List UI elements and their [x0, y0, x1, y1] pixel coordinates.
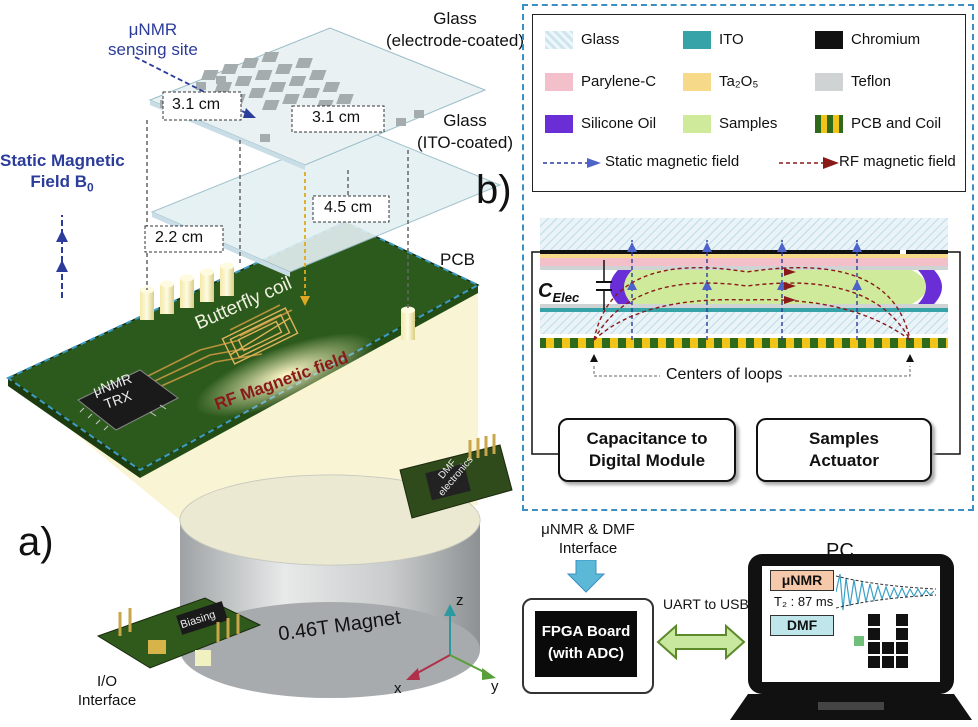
c-elec-main: C [538, 280, 553, 302]
legend-swatch-ta2o5 [683, 73, 711, 91]
panel-b-frame [522, 4, 974, 511]
static-field-label: Static Magnetic Field B0 [0, 150, 125, 198]
fpga-line1: FPGA Board [541, 623, 631, 640]
legend-swatch-teflon [815, 73, 843, 91]
module-cap-line2: Digital Module [588, 451, 706, 470]
interface-line2: Interface [558, 540, 618, 557]
electrode-array [160, 52, 424, 142]
legend-swatch-silicone [545, 115, 573, 133]
legend-label-ta2o5: Ta₂O₅ [719, 73, 759, 90]
legend-label-ito: ITO [719, 31, 744, 48]
unmr-site-line1: μNMR [128, 20, 178, 39]
pc-t2-decay-plot [836, 573, 937, 611]
main-pcb [5, 220, 481, 478]
io-line2: Interface [77, 692, 137, 709]
butterfly-coil [221, 307, 299, 365]
axis-x-label: x [394, 680, 402, 697]
module-cap-line1: Capacitance to [586, 429, 708, 448]
legend-swatch-ito [683, 31, 711, 49]
legend-swatch-parylene [545, 73, 573, 91]
axis-triad [406, 604, 496, 680]
panel-a-label: a) [18, 520, 54, 564]
interface-label: μNMR & DMF Interface [533, 520, 643, 558]
io-line1: I/O [96, 673, 117, 690]
dmf-electronics-board [399, 434, 513, 519]
module-act-line1: Samples [809, 429, 879, 448]
legend-label-samples: Samples [719, 115, 778, 132]
legend-label-silicone: Silicone Oil [581, 115, 657, 132]
legend-label-glass: Glass [581, 31, 620, 48]
dim-31-left: 3.1 cm [172, 96, 221, 113]
centers-of-loops-label: Centers of loops [660, 366, 789, 384]
legend-rf-label: RF magnetic field [839, 153, 956, 170]
static-field-arrow [56, 215, 68, 298]
legend-rf-arrow [779, 157, 839, 169]
legend-swatch-chromium [815, 31, 843, 49]
glass-electrode-label: Glass (electrode-coated) [380, 8, 530, 52]
fpga-board: FPGA Board (with ADC) [535, 611, 637, 677]
static-field-line1: Static Magnetic [0, 151, 125, 170]
legend: Glass ITO Chromium Parylene-C Ta₂O₅ Tefl… [532, 14, 966, 192]
glass-top-line1: Glass [433, 9, 477, 28]
trx-chip [77, 369, 179, 431]
pc-unmr-tag: μNMR [770, 570, 834, 591]
glass-ito-line2: (ITO-coated) [416, 133, 514, 152]
legend-label-chromium: Chromium [851, 31, 921, 48]
unmr-sensing-site-label: μNMR sensing site [108, 20, 198, 60]
io-interface-label: I/O Interface [72, 672, 142, 710]
electrode-glass-plate [148, 27, 487, 170]
cross-section-diagram [531, 218, 961, 459]
capacitance-digital-module: Capacitance to Digital Module [558, 418, 736, 482]
legend-swatch-pcb [815, 115, 843, 133]
fpga-line2: (with ADC) [547, 645, 625, 662]
panel-a-illustration [5, 27, 513, 698]
dim-31-right: 3.1 cm [312, 109, 361, 126]
interface-arrow [566, 560, 606, 593]
uart-double-arrow [656, 623, 746, 661]
glass-ito-label: Glass (ITO-coated) [405, 110, 525, 154]
legend-label-parylene: Parylene-C [581, 73, 657, 90]
spacer-pillars [140, 262, 415, 340]
dim-45: 4.5 cm [324, 199, 373, 216]
dimension-boxes [144, 91, 390, 253]
legend-swatch-samples [683, 115, 711, 133]
pc-dmf-tag: DMF [770, 615, 834, 636]
static-field-line2: Field B [30, 172, 87, 191]
panel-b-label: b) [476, 168, 512, 212]
unmr-site-line2: sensing site [108, 40, 198, 59]
module-act-line2: Actuator [809, 451, 879, 470]
glass-ito-line1: Glass [443, 111, 487, 130]
uart-label: UART to USB [663, 596, 749, 612]
axis-z-label: z [456, 592, 464, 609]
legend-static-arrow [543, 158, 601, 168]
io-board [96, 597, 262, 669]
legend-label-teflon: Teflon [851, 73, 892, 90]
legend-label-pcb: PCB and Coil [851, 115, 942, 132]
pc-t2-label: T₂ : 87 ms [774, 594, 834, 609]
c-elec-label: CElec [538, 280, 579, 305]
static-field-sub: 0 [86, 180, 94, 195]
pcb-label: PCB [440, 250, 475, 269]
alignment-lines [146, 120, 409, 308]
interface-line1: μNMR & DMF [541, 521, 635, 538]
glass-top-line2: (electrode-coated) [386, 31, 524, 50]
c-elec-sub: Elec [552, 290, 580, 305]
dim-22: 2.2 cm [155, 229, 204, 246]
samples-actuator-module: Samples Actuator [756, 418, 932, 482]
legend-swatch-glass [545, 31, 573, 49]
legend-static-label: Static magnetic field [605, 153, 740, 170]
axis-y-label: y [491, 678, 499, 695]
pc-dmf-electrode-grid [854, 614, 908, 668]
